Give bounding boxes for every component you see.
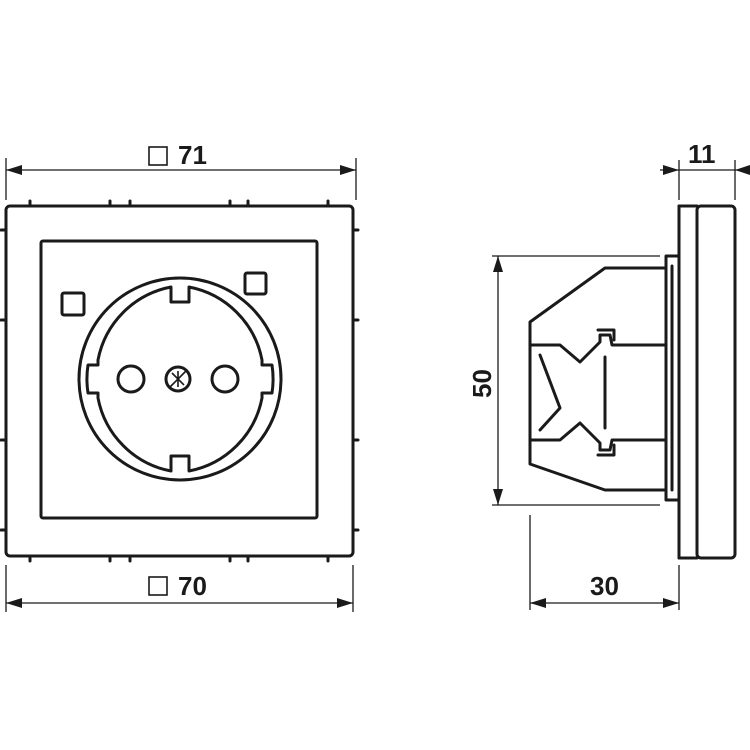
side-cover-plate bbox=[695, 204, 737, 560]
frame-edge-marks bbox=[0, 199, 360, 563]
inner-plate bbox=[39, 239, 319, 520]
left-pin-hole bbox=[116, 364, 146, 394]
socket-outer-ring bbox=[77, 276, 283, 482]
dimension-depth: 11 bbox=[660, 139, 750, 200]
front-view bbox=[0, 199, 360, 563]
total-depth-label: 30 bbox=[590, 571, 619, 601]
side-view bbox=[528, 204, 737, 560]
dimension-frame-width: 71 bbox=[5, 140, 357, 200]
dimension-height: 50 bbox=[467, 255, 660, 506]
height-label: 50 bbox=[467, 369, 497, 398]
left-indicator-square bbox=[60, 291, 86, 317]
socket-inner-contour bbox=[85, 285, 275, 473]
square-symbol-bottom bbox=[148, 576, 168, 596]
center-screw-icon bbox=[164, 365, 192, 393]
side-carrier-ring bbox=[664, 254, 681, 502]
dimension-insert-width: 70 bbox=[5, 565, 354, 612]
depth-label: 11 bbox=[688, 139, 716, 169]
insert-width-label: 70 bbox=[178, 571, 207, 601]
side-socket-body bbox=[528, 266, 668, 492]
right-indicator-square bbox=[243, 271, 268, 296]
frame-width-label: 71 bbox=[178, 140, 207, 170]
right-pin-hole bbox=[210, 364, 240, 394]
dimension-total-depth: 30 bbox=[529, 515, 680, 610]
outer-frame bbox=[4, 204, 355, 558]
square-symbol-top bbox=[148, 146, 168, 166]
